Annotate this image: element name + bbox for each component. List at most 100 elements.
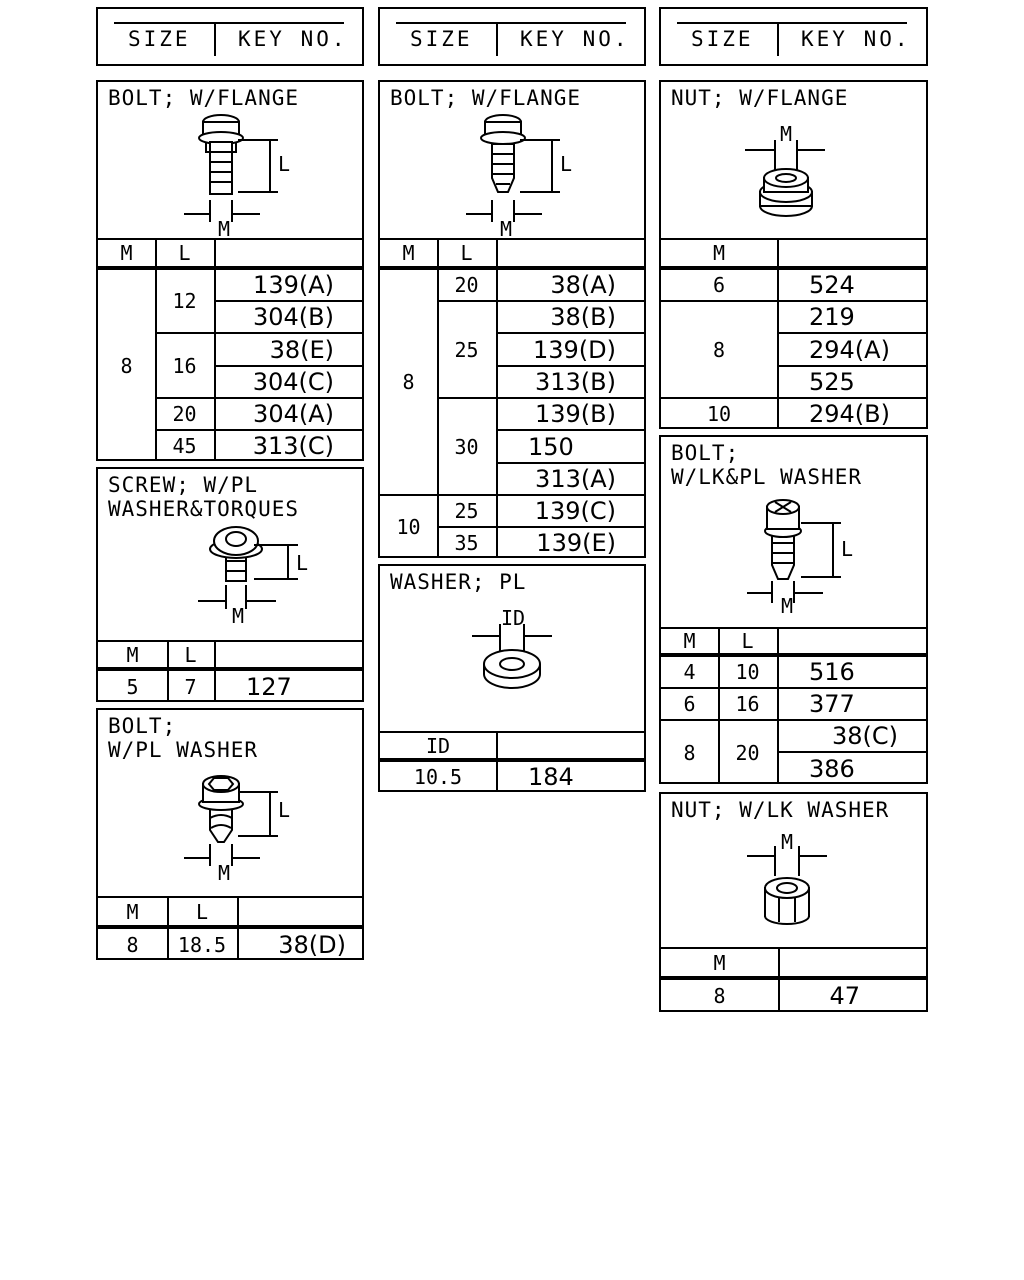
dim-m-label: M	[780, 830, 794, 854]
key-number: 524	[809, 271, 855, 299]
key-number: 516	[809, 658, 855, 686]
panel-title: NUT; W/LK WASHER	[671, 798, 890, 822]
key-number: 304(B)	[253, 303, 334, 331]
key-no-header: KEY NO.	[238, 27, 348, 51]
key-number: 139(A)	[253, 271, 334, 299]
lock-nut-icon	[747, 846, 827, 925]
flange-nut-icon	[745, 140, 825, 217]
key-no-header: KEY NO.	[520, 27, 630, 51]
l-value: 25	[454, 499, 479, 523]
l-value: 12	[172, 289, 197, 313]
col-m-header: M	[126, 899, 139, 924]
key-number: 150	[528, 432, 574, 461]
m-value: 8	[713, 984, 726, 1008]
l-value: 20	[454, 273, 479, 297]
col-l-header: L	[184, 642, 197, 667]
header-box-3: SIZE KEY NO.	[659, 7, 928, 66]
key-number: 313(A)	[535, 465, 616, 493]
bolt-flange-panel-b: BOLT; W/FLANGE L M M L 8 10 20 25 30 25 …	[378, 80, 646, 558]
panel-title: BOLT; W/FLANGE	[108, 86, 300, 110]
l-value: 10	[735, 660, 760, 684]
l-value: 45	[172, 434, 197, 458]
dim-m-label: M	[779, 122, 793, 146]
l-value: 16	[735, 692, 760, 716]
washer-pl-panel: WASHER; PL ID ID 10.5 184	[378, 564, 646, 792]
key-number: 294(A)	[809, 335, 890, 364]
col-m-header: M	[683, 629, 696, 653]
key-number: 139(C)	[534, 497, 616, 525]
m-value: 6	[683, 692, 696, 716]
dim-m-label: M	[499, 217, 513, 241]
m-value: 8	[402, 370, 415, 394]
screw-torques-panel: SCREW; W/PL WASHER&TORQUES L M M L 5 7 1…	[96, 467, 364, 702]
l-value: 18.5	[177, 932, 227, 957]
key-number: 386	[809, 754, 855, 783]
col-id-header: ID	[425, 733, 451, 758]
dim-l-label: L	[559, 152, 573, 176]
lock-washer-bolt-icon	[747, 499, 841, 603]
washer-bolt-icon	[184, 775, 278, 866]
l-value: 7	[184, 674, 197, 699]
key-number: 304(C)	[252, 368, 334, 396]
l-value: 35	[454, 531, 479, 555]
header-box-2: SIZE KEY NO.	[378, 7, 646, 66]
key-number: 139(B)	[535, 400, 616, 428]
panel-title: WASHER; PL	[390, 570, 527, 594]
col-m-header: M	[120, 241, 133, 265]
m-value: 5	[126, 674, 139, 699]
m-value: 10	[396, 515, 421, 539]
header-box-1: SIZE KEY NO.	[96, 7, 364, 66]
key-number: 304(A)	[253, 400, 334, 428]
key-number: 184	[528, 763, 574, 791]
dim-l-label: L	[277, 152, 291, 176]
key-no-header: KEY NO.	[801, 27, 911, 51]
dim-l-label: L	[295, 551, 309, 575]
dim-m-label: M	[780, 594, 794, 618]
key-number: 38(C)	[831, 722, 898, 750]
dim-m-label: M	[231, 604, 245, 628]
panel-title: SCREW; W/PL WASHER&TORQUES	[108, 473, 300, 521]
m-value: 8	[683, 740, 696, 765]
key-number: 38(B)	[550, 303, 616, 331]
size-header: SIZE	[410, 27, 473, 51]
key-number: 377	[809, 690, 855, 718]
m-value: 8	[712, 337, 726, 362]
key-number: 127	[246, 672, 292, 701]
size-header: SIZE	[691, 27, 754, 51]
torx-screw-icon	[198, 526, 298, 609]
key-number: 525	[809, 368, 855, 396]
nut-flange-panel: NUT; W/FLANGE M M 6 8 10 524 219 294(A) …	[659, 80, 928, 429]
dim-l-label: L	[277, 798, 291, 822]
col-m-header: M	[713, 950, 726, 975]
col-l-header: L	[178, 241, 191, 265]
flange-bolt-icon	[184, 114, 278, 222]
panel-title: NUT; W/FLANGE	[671, 86, 849, 110]
panel-title: BOLT; W/LK&PL WASHER	[671, 441, 863, 489]
m-value: 8	[126, 932, 139, 957]
size-header: SIZE	[128, 27, 191, 51]
id-value: 10.5	[413, 765, 463, 789]
col-m-header: M	[712, 241, 726, 265]
key-number: 38(E)	[269, 335, 334, 364]
flange-bolt-tapered-icon	[466, 114, 560, 222]
col-l-header: L	[741, 629, 754, 653]
key-number: 139(E)	[536, 529, 616, 557]
key-number: 294(B)	[809, 400, 890, 428]
l-value: 20	[735, 740, 760, 765]
dim-m-label: M	[217, 861, 231, 885]
col-l-header: L	[460, 241, 473, 265]
dim-m-label: M	[217, 217, 231, 241]
key-number: 38(A)	[550, 271, 616, 299]
bolt-pl-washer-panel: BOLT; W/PL WASHER L M M L 8 18.5 38(D)	[96, 708, 364, 960]
key-number: 47	[829, 982, 860, 1010]
l-value: 30	[454, 434, 479, 459]
m-value: 10	[706, 402, 732, 426]
col-l-header: L	[195, 899, 209, 924]
key-number: 313(C)	[252, 432, 334, 460]
m-value: 8	[120, 353, 133, 378]
panel-title: BOLT; W/PL WASHER	[108, 714, 259, 762]
bolt-lkpl-panel: BOLT; W/LK&PL WASHER L M M L 4 10 516 6 …	[659, 435, 928, 784]
dim-l-label: L	[840, 537, 854, 561]
key-number: 139(D)	[532, 335, 616, 364]
dim-id-label: ID	[500, 606, 526, 630]
